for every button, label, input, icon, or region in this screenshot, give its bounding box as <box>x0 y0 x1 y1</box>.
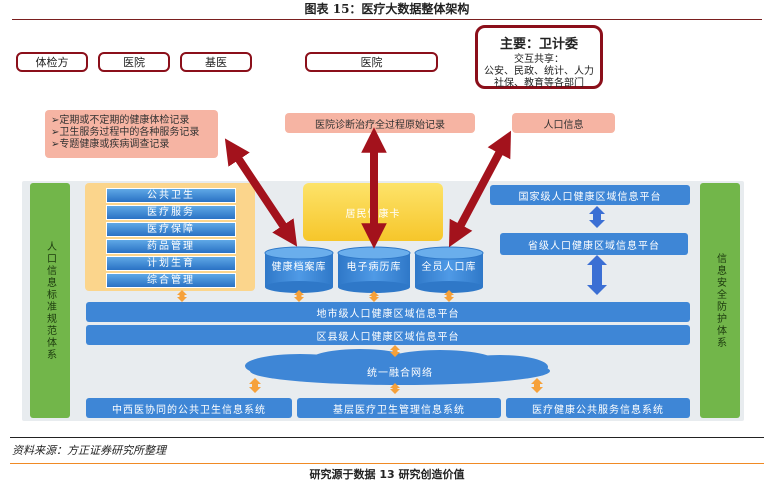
standards-bar: 人口信息标准规范体系 <box>30 183 70 418</box>
bullet-icon: ➢ <box>51 139 60 150</box>
sharing-line-1: 交互共享： <box>514 54 564 65</box>
main-authority-label: 主要：卫计委 <box>499 37 578 52</box>
record-item: 专题健康或疾病调查记录 <box>59 139 170 150</box>
county-platform: 区县级人口健康区域信息平台 <box>86 325 690 345</box>
red-arrow-population-to-db <box>448 130 512 248</box>
orange-double-arrows <box>177 290 543 394</box>
database-health-records-icon <box>264 246 334 293</box>
hospital-diagnosis-records: 医院诊断治疗全过程原始记录 <box>285 113 475 133</box>
population-info: 人口信息 <box>512 113 615 133</box>
bullet-icon: ➢ <box>51 127 60 138</box>
database-emr-icon <box>337 246 411 293</box>
source-note: 资料来源：方正证券研究所整理 <box>12 444 166 457</box>
footer-slogan: 研究源于数据 13 研究创造价值 <box>309 468 465 481</box>
entity-hospital-main: 医院 <box>305 52 438 72</box>
network-cloud-icon <box>245 349 550 385</box>
record-item: 定期或不定期的健康体检记录 <box>59 115 190 126</box>
entity-exam-provider: 体检方 <box>16 52 88 72</box>
service-medical: 医疗服务 <box>106 205 236 220</box>
network-label: 统一融合网络 <box>367 368 433 379</box>
service-public-health: 公共卫生 <box>106 188 236 203</box>
db-population-label: 全员人口库 <box>421 262 477 273</box>
blue-double-arrows <box>587 206 607 295</box>
footer-divider <box>10 463 764 464</box>
national-platform: 国家级人口健康区域信息平台 <box>490 185 690 205</box>
provincial-platform: 省级人口健康区域信息平台 <box>500 233 688 255</box>
security-bar: 信息安全防护体系 <box>700 183 740 418</box>
security-bar-label: 信息安全防护体系 <box>714 252 726 349</box>
db-emr-label: 电子病历库 <box>346 262 402 273</box>
red-arrow-exam-to-health-db <box>224 138 298 247</box>
system-public-health: 中西医协同的公共卫生信息系统 <box>86 398 292 418</box>
sharing-line-3: 社保、教育等各部门 <box>494 78 584 89</box>
figure-title: 图表 15：医疗大数据整体架构 <box>304 2 470 16</box>
double-arrow-icon <box>589 206 605 228</box>
bullet-icon: ➢ <box>51 115 60 126</box>
main-authority-box: 主要：卫计委 交互共享： 公安、民政、统计、人力 社保、教育等各部门 <box>475 25 603 89</box>
red-arrows <box>224 127 512 249</box>
entity-primary-care: 基医 <box>180 52 252 72</box>
city-platform: 地市级人口健康区域信息平台 <box>86 302 690 322</box>
system-primary-care: 基层医疗卫生管理信息系统 <box>297 398 501 418</box>
system-public-service: 医疗健康公共服务信息系统 <box>506 398 690 418</box>
entity-hospital: 医院 <box>98 52 170 72</box>
title-divider <box>12 19 762 20</box>
sharing-line-2: 公安、民政、统计、人力 <box>484 66 594 77</box>
db-health-records-label: 健康档案库 <box>271 262 327 273</box>
double-arrow-icon <box>587 255 607 295</box>
service-general: 综合管理 <box>106 273 236 288</box>
standards-bar-label: 人口信息标准规范体系 <box>44 240 56 361</box>
record-item: 卫生服务过程中的各种服务记录 <box>59 127 200 138</box>
service-family-planning: 计划生育 <box>106 256 236 271</box>
source-divider <box>10 437 764 438</box>
database-population-icon <box>414 246 484 293</box>
health-exam-records: ➢定期或不定期的健康体检记录 ➢卫生服务过程中的各种服务记录 ➢专题健康或疾病调… <box>45 110 218 158</box>
